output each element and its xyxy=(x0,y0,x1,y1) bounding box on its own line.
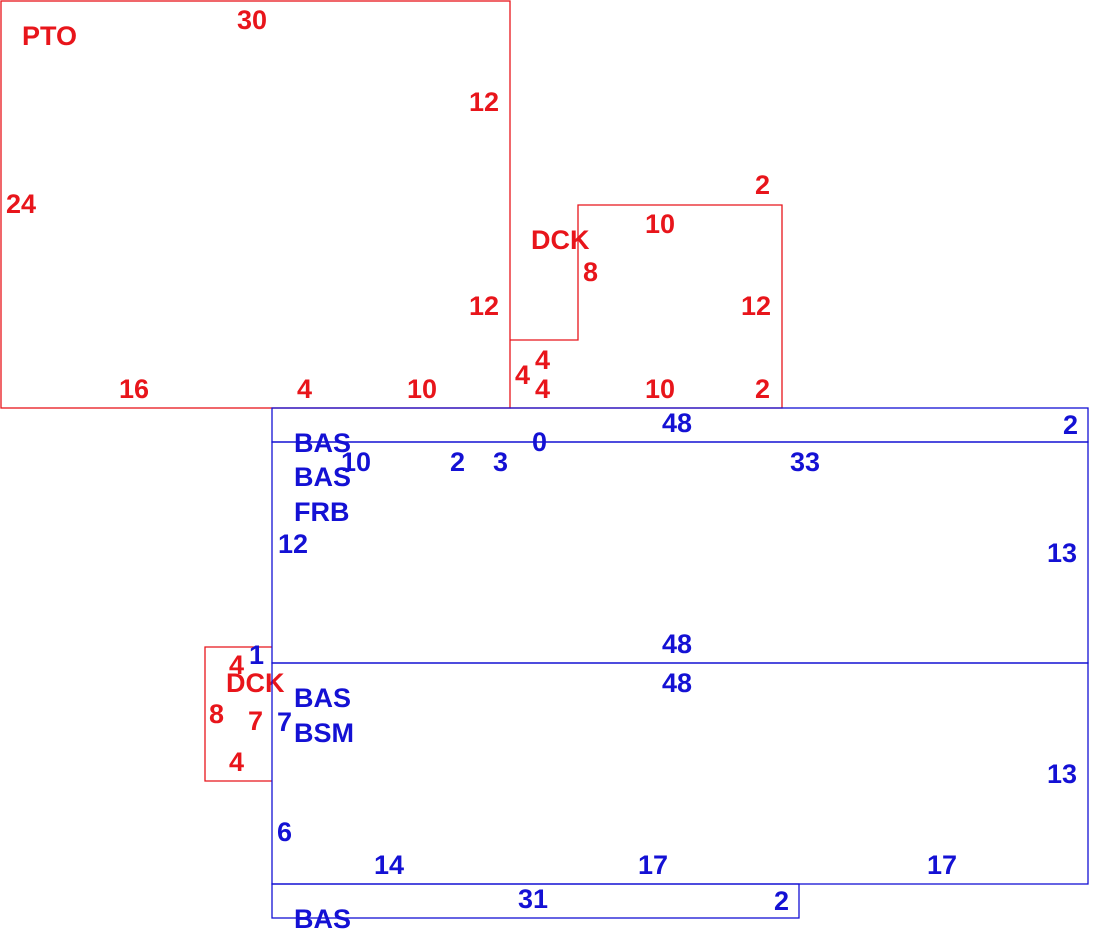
bas-frb-dim-bottom: 48 xyxy=(662,629,692,659)
bas-bottom-strip-dim-top: 31 xyxy=(518,884,548,914)
bas-frb-label-bas: BAS xyxy=(294,462,351,492)
deck-dim-inner-left: 8 xyxy=(583,257,598,287)
pto-outline xyxy=(0,0,511,409)
bas-top-strip-dim-inner: 0 xyxy=(532,427,547,457)
bas-bsm-dim-left-a: 1 xyxy=(249,640,264,670)
deck-left-area: 4 DCK 8 7 4 xyxy=(204,646,285,782)
bas-bsm-dim-bottom-b: 17 xyxy=(638,850,668,880)
bas-frb-dim-a: 10 xyxy=(341,447,371,477)
deck-left-dim-right: 7 xyxy=(248,706,263,736)
bas-bsm-label-bas: BAS xyxy=(294,683,351,713)
pto-dim-bottom-right: 10 xyxy=(407,374,437,404)
bas-top-strip-label: BAS xyxy=(294,428,351,458)
pto-dim-bottom-left: 16 xyxy=(119,374,149,404)
deck-dim-bottom-right: 2 xyxy=(755,374,770,404)
bas-frb-dim-left: 12 xyxy=(278,529,308,559)
deck-left-outline xyxy=(204,646,272,782)
bas-bottom-strip: 31 2 BAS xyxy=(294,884,789,934)
deck-upper-area: DCK 2 10 8 12 4 4 4 10 2 xyxy=(510,170,783,409)
deck-dim-step-bottom: 4 xyxy=(535,374,550,404)
bas-top-strip-dim-top: 48 xyxy=(662,408,692,438)
bas-bsm-dim-bottom-c: 17 xyxy=(927,850,957,880)
bas-bsm-dim-right: 13 xyxy=(1047,759,1077,789)
pto-dim-bottom-mid: 4 xyxy=(297,374,312,404)
deck-left-dim-bottom: 4 xyxy=(229,747,244,777)
pto-area: PTO 30 24 12 12 16 4 10 xyxy=(0,0,511,409)
bas-top-strip-dim-right: 2 xyxy=(1063,410,1078,440)
bas-frb-block: 10 2 3 33 BAS FRB 12 13 48 xyxy=(278,447,1077,659)
deck-upper-label: DCK xyxy=(531,225,590,255)
pto-dim-right-upper: 12 xyxy=(469,87,499,117)
bas-bottom-strip-outline xyxy=(271,883,800,919)
bas-structure xyxy=(271,407,1089,919)
bas-bsm-dim-top: 48 xyxy=(662,668,692,698)
bas-bottom-strip-dim-right: 2 xyxy=(774,886,789,916)
deck-left-dim-left: 8 xyxy=(209,699,224,729)
deck-dim-step-top: 4 xyxy=(535,345,550,375)
bas-frb-dim-top: 33 xyxy=(790,447,820,477)
deck-dim-step-left: 4 xyxy=(515,360,530,390)
bas-frb-dim-c: 3 xyxy=(493,447,508,477)
pto-dim-top: 30 xyxy=(237,5,267,35)
bas-bsm-label-bsm: BSM xyxy=(294,718,354,748)
bas-frb-label-frb: FRB xyxy=(294,497,350,527)
bas-bsm-dim-left-c: 6 xyxy=(277,817,292,847)
pto-dim-left: 24 xyxy=(6,189,36,219)
deck-left-label: DCK xyxy=(226,668,285,698)
bas-bsm-dim-bottom-a: 14 xyxy=(374,850,404,880)
bas-bsm-block: 1 48 BAS 7 BSM 13 6 14 17 17 xyxy=(249,640,1077,880)
deck-dim-right: 12 xyxy=(741,291,771,321)
bas-frb-dim-b: 2 xyxy=(450,447,465,477)
bas-top-strip: BAS 48 2 0 xyxy=(294,408,1078,458)
bas-bottom-strip-label: BAS xyxy=(294,904,351,934)
bas-bsm-dim-left-b: 7 xyxy=(277,707,292,737)
pto-dim-right-lower: 12 xyxy=(469,291,499,321)
deck-dim-corner-top: 2 xyxy=(755,170,770,200)
deck-left-dim-top: 4 xyxy=(229,650,244,680)
deck-dim-top: 10 xyxy=(645,209,675,239)
deck-dim-bottom: 10 xyxy=(645,374,675,404)
bas-frb-dim-right: 13 xyxy=(1047,538,1077,568)
pto-label: PTO xyxy=(22,21,77,51)
